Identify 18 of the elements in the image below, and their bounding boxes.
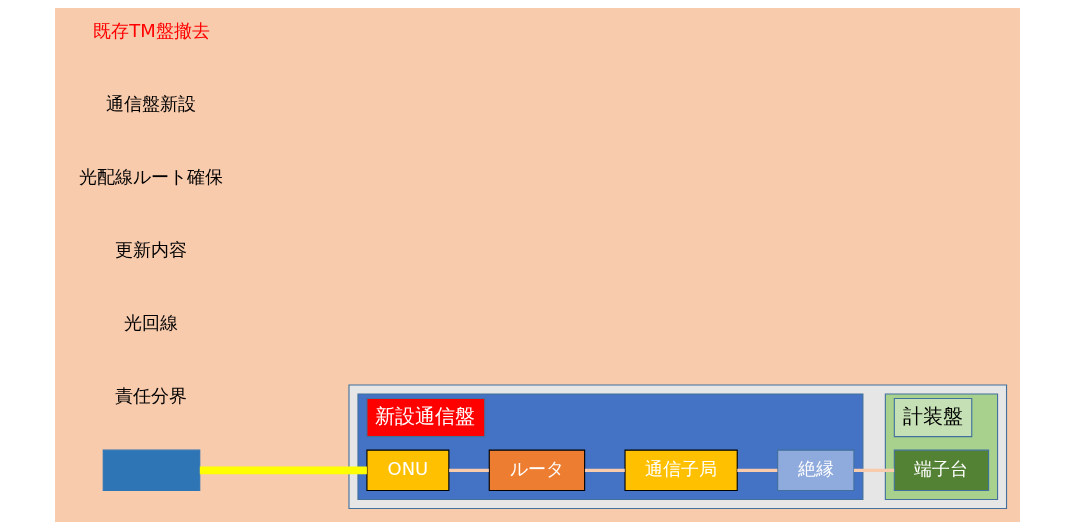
connector: [448, 468, 489, 473]
node-box: ルータ: [488, 449, 585, 492]
node-box: 端子台: [893, 449, 989, 492]
node-box: 絶縁: [776, 449, 854, 492]
node-box: 通信子局: [623, 449, 738, 492]
label: 光回線: [124, 311, 178, 333]
connector: [853, 468, 894, 473]
label: 更新内容: [115, 238, 187, 260]
connector: [199, 466, 367, 475]
label: 既存TM盤撤去: [92, 19, 210, 41]
label: 光配線ルート確保: [79, 165, 223, 187]
node-box: [102, 449, 200, 492]
cluster: [347, 384, 1007, 510]
label: 責任分界: [115, 384, 187, 406]
connector: [584, 468, 625, 473]
node-box: ONU: [365, 449, 449, 492]
connector: [736, 468, 777, 473]
label: 通信盤新設: [106, 92, 196, 114]
